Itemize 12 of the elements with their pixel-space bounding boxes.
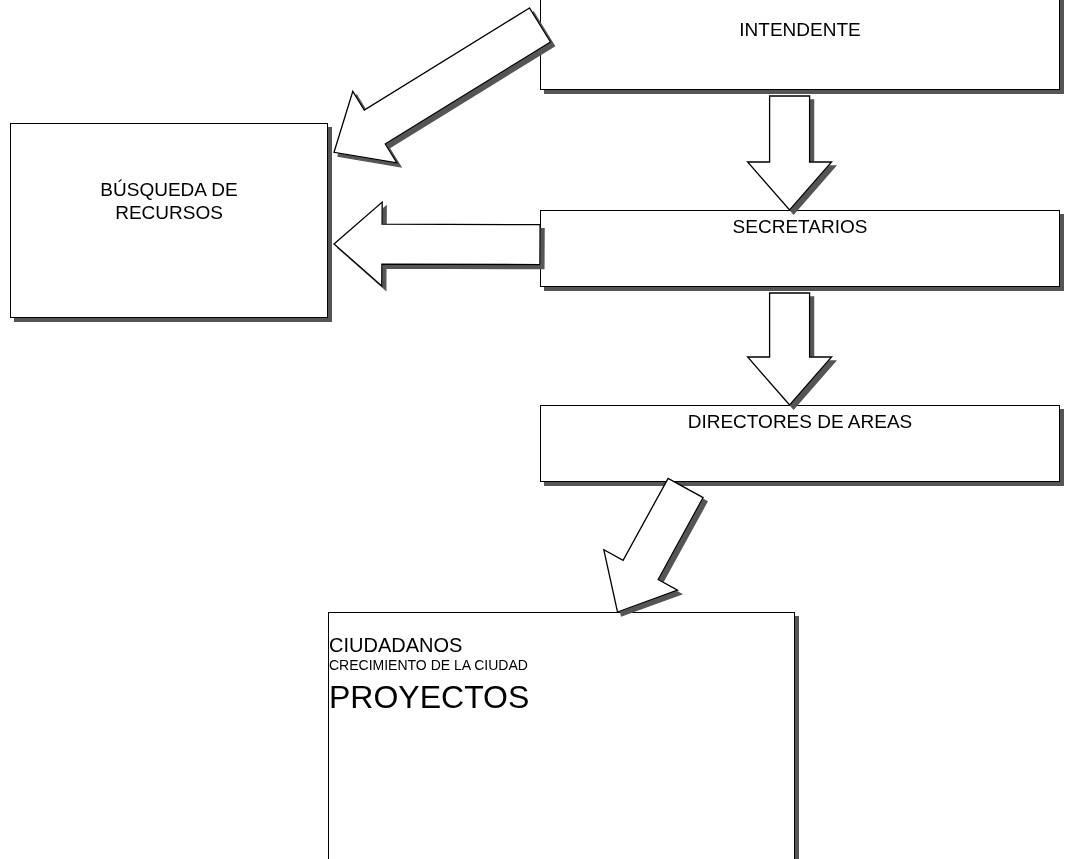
block-arrow: [746, 292, 834, 406]
box-label: PROYECTOS: [329, 677, 530, 717]
box-label: SECRETARIOS: [732, 216, 868, 239]
box-label: DIRECTORES DE AREAS: [687, 411, 913, 434]
box-label: INTENDENTE: [739, 19, 861, 42]
block-arrow: [746, 95, 834, 211]
box-label: CIUDADANOS: [329, 633, 463, 657]
block-arrow: [602, 477, 704, 613]
block-arrow: [333, 7, 552, 164]
box-label: CRECIMIENTO DE LA CIUDAD: [329, 657, 528, 674]
block-arrow: [333, 200, 541, 288]
box-label: BÚSQUEDA DE RECURSOS: [99, 179, 239, 225]
